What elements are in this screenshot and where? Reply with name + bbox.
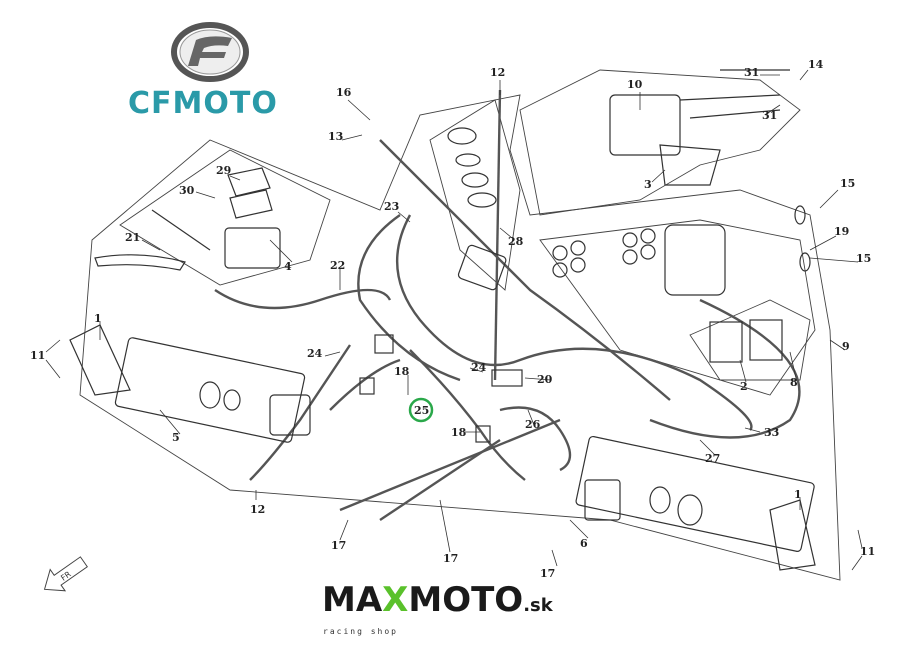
outline-pads <box>689 299 811 381</box>
callout[interactable]: 11 <box>860 545 875 558</box>
callout[interactable]: 8 <box>790 376 798 389</box>
callout[interactable]: 24 <box>307 347 323 360</box>
maxmoto-logo: MAXMOTO.sk racing shop <box>322 580 554 636</box>
front-direction-arrow: FR <box>43 556 88 592</box>
callout[interactable]: 28 <box>508 235 524 248</box>
maxmoto-tagline: racing shop <box>323 627 398 636</box>
outline-main <box>79 94 841 581</box>
callout[interactable]: 14 <box>808 58 824 71</box>
callout[interactable]: 17 <box>540 567 555 580</box>
junction-blocks <box>359 334 523 443</box>
callout[interactable]: 23 <box>384 200 399 213</box>
callout[interactable]: 27 <box>705 452 720 465</box>
callout[interactable]: 19 <box>834 225 849 238</box>
callout[interactable]: 15 <box>856 252 871 265</box>
callout[interactable]: 3 <box>644 178 652 191</box>
callout[interactable]: 18 <box>394 365 410 378</box>
callout[interactable]: 6 <box>580 537 588 550</box>
maxmoto-wordmark: MAXMOTO.sk <box>322 580 554 620</box>
leader-lines <box>45 69 863 571</box>
callout[interactable]: 31 <box>762 109 777 122</box>
callout[interactable]: 25 <box>414 404 429 417</box>
callout[interactable]: 1 <box>94 312 102 325</box>
callout[interactable]: 12 <box>250 503 265 516</box>
callout[interactable]: 16 <box>336 86 352 99</box>
rear-caliper <box>552 205 811 363</box>
callout[interactable]: 30 <box>179 184 195 197</box>
front-left-caliper <box>69 324 311 443</box>
callout[interactable]: 17 <box>443 552 458 565</box>
highlight-circle <box>408 397 434 423</box>
cfmoto-wordmark: CFMOTO <box>128 86 278 121</box>
callout[interactable]: 1 <box>794 488 802 501</box>
front-right-caliper <box>575 435 816 571</box>
callout[interactable]: 24 <box>471 361 487 374</box>
callout[interactable]: 31 <box>744 66 759 79</box>
callout[interactable]: 33 <box>764 426 779 439</box>
callout[interactable]: 26 <box>525 418 541 431</box>
callout[interactable]: 4 <box>284 260 292 273</box>
callout[interactable]: 22 <box>330 259 345 272</box>
callout[interactable]: 10 <box>627 78 643 91</box>
rear-master-cylinder <box>447 127 507 291</box>
master-cylinder-left <box>94 167 281 271</box>
callout[interactable]: 5 <box>172 431 180 444</box>
callout[interactable]: 29 <box>216 164 231 177</box>
callout[interactable]: 13 <box>328 130 343 143</box>
callout[interactable]: 12 <box>490 66 505 79</box>
brake-hoses <box>214 89 801 521</box>
callout[interactable]: 15 <box>840 177 855 190</box>
callout-labels: 16 13 12 10 31 14 31 3 29 30 23 28 15 19… <box>30 58 875 580</box>
outline-master-cylinder-left <box>119 149 331 286</box>
outline-rear-cylinder <box>429 99 521 291</box>
callout[interactable]: 2 <box>740 380 748 393</box>
callout[interactable]: 18 <box>451 426 467 439</box>
cfmoto-logo: CFMOTO <box>128 22 278 121</box>
outline-rear-caliper <box>539 219 816 396</box>
callout[interactable]: 21 <box>125 231 140 244</box>
outline-parking-lever <box>519 69 801 216</box>
callout[interactable]: 20 <box>537 373 553 386</box>
callout[interactable]: 11 <box>30 349 45 362</box>
callout[interactable]: 9 <box>842 340 850 353</box>
callout[interactable]: 17 <box>331 539 346 552</box>
